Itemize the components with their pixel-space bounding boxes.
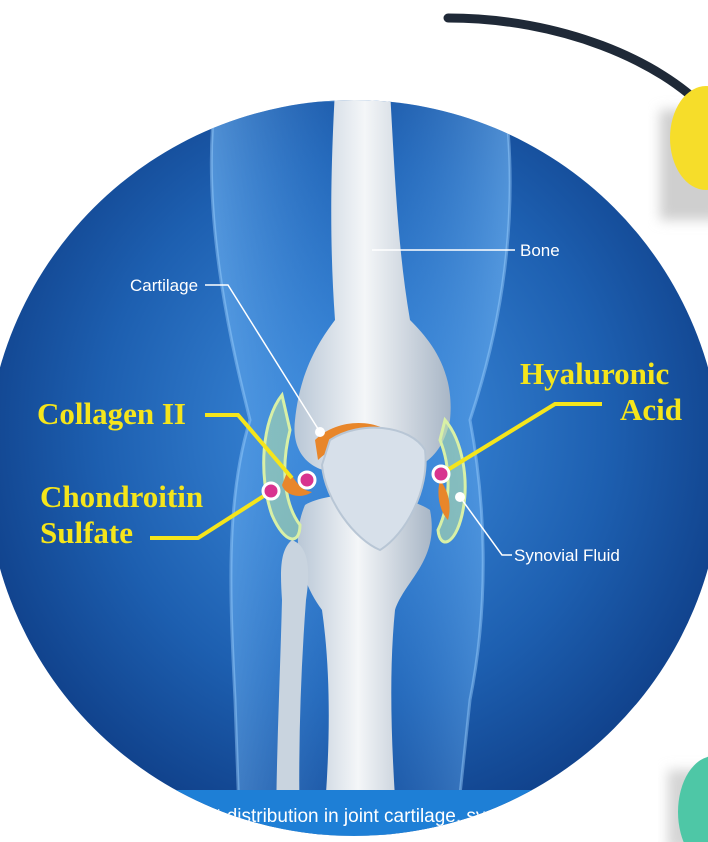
synovial-marker	[455, 492, 465, 502]
collagen-marker	[299, 472, 315, 488]
cartilage-marker	[315, 427, 325, 437]
chondroitin-marker	[263, 483, 279, 499]
hyaluronic-marker	[433, 466, 449, 482]
yellow-accent-shape	[660, 86, 708, 220]
hyaluronic-label-line2: Acid	[620, 392, 682, 427]
chondroitin-label-line1: Chondroitin	[40, 479, 203, 514]
caption-text: ent distribution in joint cartilage, syn…	[195, 806, 550, 827]
teal-accent-shape	[668, 756, 708, 842]
decorative-arc	[448, 18, 708, 112]
bone-label: Bone	[520, 241, 560, 260]
cartilage-label: Cartilage	[130, 276, 198, 295]
synovial-fluid-label: Synovial Fluid	[514, 546, 620, 565]
hyaluronic-label-line1: Hyaluronic	[520, 356, 669, 391]
chondroitin-label-line2: Sulfate	[40, 515, 133, 550]
collagen-label: Collagen II	[37, 396, 186, 431]
